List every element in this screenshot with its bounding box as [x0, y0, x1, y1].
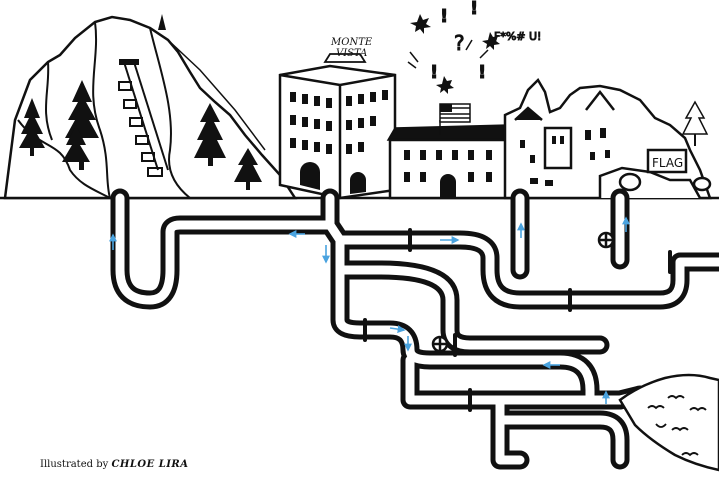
ski-lift: [118, 59, 169, 177]
bang-3: !: [430, 62, 438, 83]
artist-signature: CHLOE LIRA: [111, 459, 189, 470]
sign-line1: MONTE: [330, 37, 373, 48]
pine-trees: [19, 14, 709, 190]
post-office-building: [386, 103, 514, 200]
bang-4: !: [478, 62, 486, 83]
flag-sign-text: FLAG: [652, 156, 683, 170]
question-mark: ?: [454, 31, 465, 55]
credit-prefix: Illustrated by: [40, 459, 109, 470]
monte-vista-hotel: [278, 53, 397, 200]
lake: [618, 373, 719, 472]
bang-2: !: [470, 0, 478, 19]
bang-1: !: [440, 6, 448, 27]
exclamation-burst: ! ! ! ! ? F*%# U!: [407, 0, 542, 94]
pipe-network: [110, 188, 719, 470]
castle-building: [503, 77, 712, 200]
valve-wheels: [431, 231, 615, 353]
curse-text: F*%# U!: [494, 30, 541, 43]
flow-arrows: [109, 216, 630, 404]
illustrator-credit: Illustrated by CHLOE LIRA: [40, 459, 188, 470]
sign-line2: VISTA: [336, 48, 367, 59]
